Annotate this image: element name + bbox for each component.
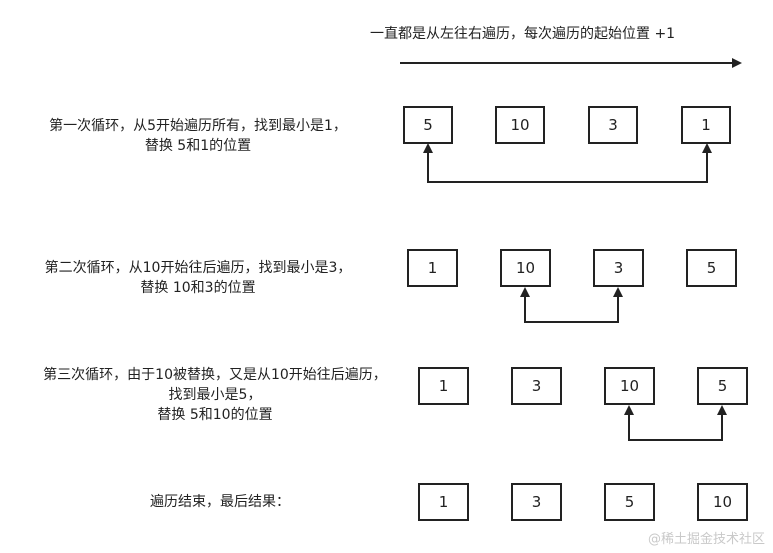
step-3-line-2: 找到最小是5， xyxy=(168,387,262,403)
step-1-box-3: 3 xyxy=(588,106,638,144)
step-3-box-3: 10 xyxy=(604,367,655,405)
step-2-box-2: 10 xyxy=(500,249,551,287)
final-box-1: 1 xyxy=(418,483,469,521)
final-description: 遍历结束，最后结果： xyxy=(120,492,320,512)
step-2-line-2: 替换 10和3的位置 xyxy=(140,280,256,296)
step-3-box-1: 1 xyxy=(418,367,469,405)
step-1-box-2: 10 xyxy=(495,106,545,144)
swap-connector-step-1 xyxy=(423,143,712,183)
step-3-line-3: 替换 5和10的位置 xyxy=(157,407,273,423)
final-box-2: 3 xyxy=(511,483,562,521)
step-3-description: 第三次循环，由于10被替换，又是从10开始往后遍历， 找到最小是5， 替换 5和… xyxy=(10,365,420,425)
final-box-4: 10 xyxy=(697,483,748,521)
step-1-box-4: 1 xyxy=(681,106,731,144)
step-2-box-1: 1 xyxy=(407,249,458,287)
swap-connector-step-2 xyxy=(520,287,623,323)
step-1-description: 第一次循环，从5开始遍历所有，找到最小是1， 替换 5和1的位置 xyxy=(18,116,378,156)
step-1-line-2: 替换 5和1的位置 xyxy=(144,138,252,154)
final-line-1: 遍历结束，最后结果： xyxy=(150,494,290,510)
step-2-box-3: 3 xyxy=(593,249,644,287)
step-2-line-1: 第二次循环，从10开始往后遍历，找到最小是3， xyxy=(44,260,352,276)
final-box-3: 5 xyxy=(604,483,655,521)
swap-connector-step-3 xyxy=(624,405,727,441)
step-2-description: 第二次循环，从10开始往后遍历，找到最小是3， 替换 10和3的位置 xyxy=(18,258,378,298)
step-1-box-1: 5 xyxy=(403,106,453,144)
step-3-line-1: 第三次循环，由于10被替换，又是从10开始往后遍历， xyxy=(43,367,387,383)
direction-note: 一直都是从左往右遍历，每次遍历的起始位置 +1 xyxy=(370,26,676,42)
watermark: @稀土掘金技术社区 xyxy=(647,532,765,547)
step-3-box-4: 5 xyxy=(697,367,748,405)
step-1-line-1: 第一次循环，从5开始遍历所有，找到最小是1， xyxy=(49,118,347,134)
step-2-box-4: 5 xyxy=(686,249,737,287)
step-3-box-2: 3 xyxy=(511,367,562,405)
